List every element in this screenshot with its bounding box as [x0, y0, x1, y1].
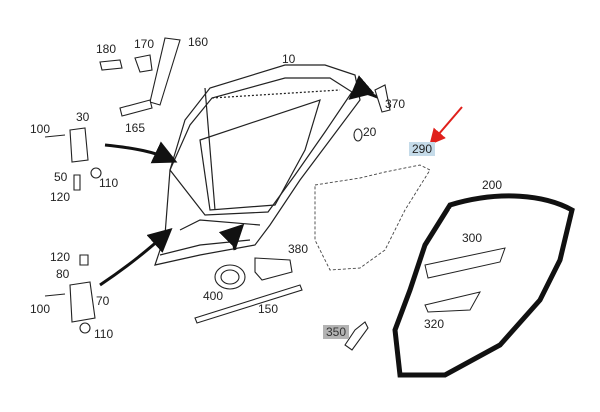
- misc-parts: [194, 84, 391, 351]
- label-50: 50: [54, 170, 68, 184]
- label-110-top: 110: [99, 176, 119, 190]
- label-400: 400: [203, 289, 224, 303]
- label-300: 300: [462, 231, 483, 245]
- label-80: 80: [56, 267, 70, 281]
- sound-pads: [424, 247, 506, 313]
- door-seal: [392, 193, 575, 378]
- hinges: [44, 127, 102, 334]
- label-165: 165: [125, 121, 146, 135]
- label-380: 380: [288, 242, 309, 256]
- label-110-bottom: 110: [94, 327, 114, 341]
- label-120-bottom: 120: [50, 250, 71, 264]
- label-290-highlighted: 290: [409, 142, 436, 156]
- upper-trim-parts: [99, 37, 181, 117]
- vapor-barrier: [314, 164, 431, 271]
- label-150: 150: [258, 302, 279, 316]
- label-30: 30: [76, 110, 90, 124]
- label-20: 20: [363, 125, 377, 139]
- label-160: 160: [188, 35, 209, 49]
- label-70: 70: [96, 294, 110, 308]
- label-200: 200: [482, 178, 503, 192]
- label-100-bottom: 100: [30, 302, 51, 316]
- label-100-top: 100: [30, 122, 51, 136]
- label-120-top: 120: [50, 190, 71, 204]
- label-170: 170: [134, 37, 155, 51]
- label-350-dimmed: 350: [323, 325, 350, 339]
- door-shell: [154, 64, 361, 266]
- label-10: 10: [282, 52, 296, 66]
- label-370: 370: [385, 97, 406, 111]
- label-320: 320: [424, 317, 445, 331]
- pointer-arrow: [429, 106, 463, 146]
- label-180: 180: [96, 42, 117, 56]
